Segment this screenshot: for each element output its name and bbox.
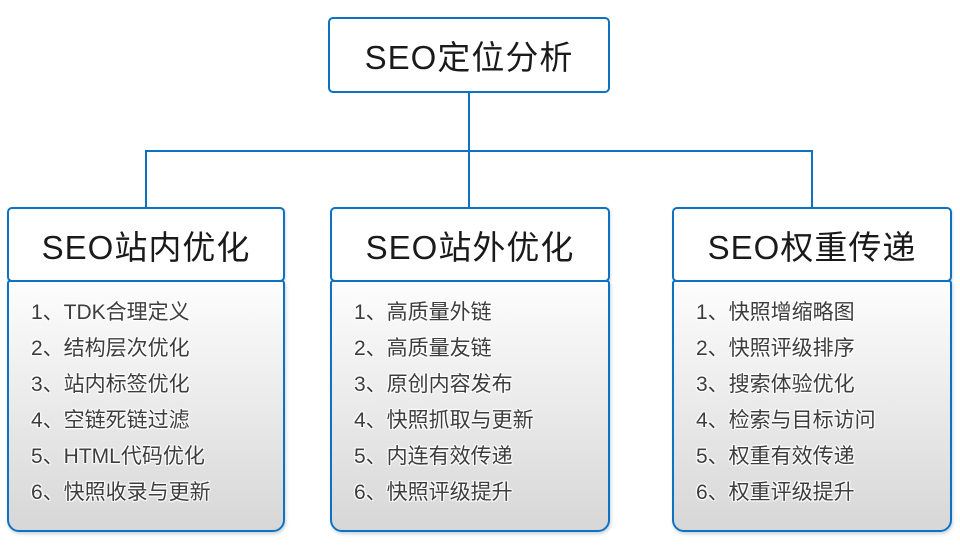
list-item: 6、权重评级提升	[696, 481, 855, 504]
connector-horizontal	[145, 150, 813, 152]
connector-right-drop	[811, 150, 813, 207]
column-weight: SEO权重传递 1、快照增缩略图 2、快照评级排序 3、搜索体验优化 4、检索与…	[672, 207, 952, 532]
list-item: 6、快照收录与更新	[31, 481, 211, 504]
column-offsite-header: SEO站外优化	[330, 207, 610, 282]
column-onsite-header: SEO站内优化	[7, 207, 285, 282]
root-node: SEO定位分析	[328, 17, 610, 93]
list-item: 4、空链死链过滤	[31, 409, 190, 432]
column-offsite: SEO站外优化 1、高质量外链 2、高质量友链 3、原创内容发布 4、快照抓取与…	[330, 207, 610, 532]
list-item: 2、高质量友链	[354, 337, 492, 360]
connector-left-drop	[145, 150, 147, 207]
list-item: 4、检索与目标访问	[696, 409, 876, 432]
root-title: SEO定位分析	[364, 39, 574, 76]
list-item: 2、结构层次优化	[31, 337, 190, 360]
list-item: 5、HTML代码优化	[31, 445, 205, 468]
list-item: 2、快照评级排序	[696, 337, 855, 360]
list-item: 4、快照抓取与更新	[354, 409, 534, 432]
column-offsite-list: 1、高质量外链 2、高质量友链 3、原创内容发布 4、快照抓取与更新 5、内连有…	[330, 280, 610, 532]
column-onsite-title: SEO站内优化	[41, 228, 251, 266]
list-item: 5、权重有效传递	[696, 445, 855, 468]
list-item: 3、原创内容发布	[354, 373, 513, 396]
connector-middle-drop	[468, 150, 470, 207]
list-item: 1、快照增缩略图	[696, 301, 855, 324]
connector-root-drop	[468, 93, 470, 152]
list-item: 1、TDK合理定义	[31, 301, 190, 324]
column-weight-title: SEO权重传递	[707, 228, 917, 266]
column-weight-header: SEO权重传递	[672, 207, 952, 282]
column-weight-list: 1、快照增缩略图 2、快照评级排序 3、搜索体验优化 4、检索与目标访问 5、权…	[672, 280, 952, 532]
list-item: 5、内连有效传递	[354, 445, 513, 468]
list-item: 1、高质量外链	[354, 301, 492, 324]
list-item: 3、搜索体验优化	[696, 373, 855, 396]
column-onsite-list: 1、TDK合理定义 2、结构层次优化 3、站内标签优化 4、空链死链过滤 5、H…	[7, 280, 285, 532]
column-onsite: SEO站内优化 1、TDK合理定义 2、结构层次优化 3、站内标签优化 4、空链…	[7, 207, 285, 532]
column-offsite-title: SEO站外优化	[365, 228, 575, 266]
list-item: 3、站内标签优化	[31, 373, 190, 396]
list-item: 6、快照评级提升	[354, 481, 513, 504]
